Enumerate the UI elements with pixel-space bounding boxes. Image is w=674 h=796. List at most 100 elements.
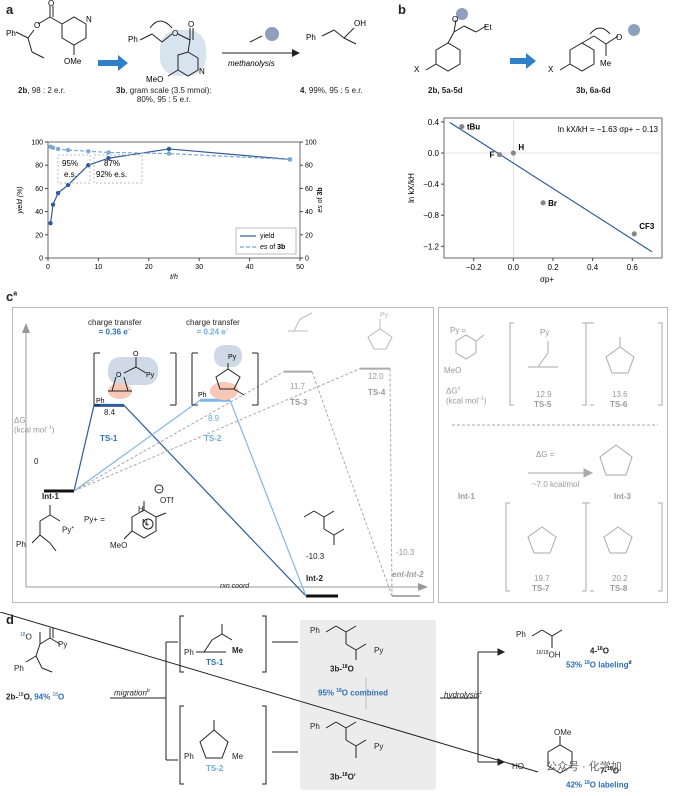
data-point xyxy=(631,231,637,237)
ts1-label: TS-1 xyxy=(206,658,224,667)
y-axis-label: ln kX/kH xyxy=(407,173,416,203)
annotation-92es: 92% e.s. xyxy=(96,170,127,179)
y2-label-part: of xyxy=(317,196,324,206)
data-point xyxy=(540,200,546,206)
ts7-name: TS-7 xyxy=(532,584,550,593)
data-point xyxy=(287,157,293,162)
prod7-label: 7-18O xyxy=(600,766,619,776)
p3b-1-label: 3b-18O xyxy=(330,664,354,674)
data-point xyxy=(65,147,71,153)
annotation-box xyxy=(93,154,143,184)
annotation-box xyxy=(57,154,91,184)
ts7-value: 19.7 xyxy=(534,574,550,583)
path-segment xyxy=(229,400,307,597)
ph-label: Ph xyxy=(516,630,526,639)
cmpd-4-structure xyxy=(321,27,357,45)
data-point xyxy=(510,150,516,156)
me-label: Me xyxy=(600,59,612,68)
int1-structure xyxy=(31,505,61,552)
arrow-head-icon xyxy=(292,49,300,57)
svg-text:−: − xyxy=(157,487,161,494)
data-point xyxy=(86,149,91,154)
x-label: X xyxy=(414,65,420,74)
svg-text:Ph: Ph xyxy=(198,392,207,399)
ts1-name: TS-1 xyxy=(100,434,118,443)
energy-profile: O O Py Ph Py Ph Py + − xyxy=(22,312,428,598)
prod4-labeling: 53% 18O labelingd xyxy=(566,660,632,670)
reagent-circle-icon xyxy=(456,8,468,20)
ts3-value: 11.7 xyxy=(290,382,305,391)
data-point xyxy=(55,190,61,196)
minus-circle-icon xyxy=(154,484,164,494)
prod4-label: 4-18O xyxy=(590,646,609,656)
cmpd-4-caption: 4, 99%, 95 : 5 e.r. xyxy=(300,86,363,95)
panel-a-scheme: O O N Ph OMe O O N Ph MeO methanolysis P… xyxy=(6,0,366,84)
cmpd-2b-structure xyxy=(15,6,87,59)
x-tick-label: 0.2 xyxy=(547,263,559,272)
legend-part: es xyxy=(260,244,268,251)
int1-name: Int-1 xyxy=(42,492,59,501)
panel-d-scheme xyxy=(0,612,573,785)
svg-text:O: O xyxy=(133,351,139,358)
watermark: 公众号 · 化学加 xyxy=(546,761,622,773)
entint2-name: ent-Int-2 xyxy=(392,570,424,579)
ts2-label: TS-2 xyxy=(206,764,224,773)
ph-label: Ph xyxy=(6,29,16,38)
ts2-name: TS-2 xyxy=(204,434,222,443)
fit-equation: ln kX/kH = −1.63 σp+ − 0.13 xyxy=(558,125,659,134)
fit-line xyxy=(449,122,653,253)
pyridinium-structure xyxy=(123,501,167,540)
p3b-2-label: 3b-18O' xyxy=(330,772,356,782)
legend-label: es of 3b xyxy=(260,244,285,251)
right-cmpd-caption: 3b, 6a-6d xyxy=(576,86,611,95)
ts8-value: 20.2 xyxy=(612,574,628,583)
svg-text:Ph: Ph xyxy=(96,398,105,405)
arrow-right-icon xyxy=(510,53,536,69)
oh-label: 16/18OH xyxy=(536,650,561,660)
y2-axis-label: es of 3b xyxy=(317,187,324,212)
ts6-value: 13.6 xyxy=(612,390,628,399)
y2-tick-label: 80 xyxy=(305,163,313,170)
int2-name: Int-2 xyxy=(306,574,323,583)
y-axis-label: yield (%) xyxy=(17,186,24,214)
y2-tick-label: 20 xyxy=(305,232,313,239)
methanolysis-label: methanolysis xyxy=(228,59,275,68)
ph-label: Ph xyxy=(310,722,320,731)
y-tick-label: 60 xyxy=(35,186,43,193)
me-label: Me xyxy=(232,752,244,761)
y-tick-label: 0 xyxy=(39,256,43,263)
arrow-right-icon xyxy=(98,55,128,71)
left-cmpd-caption: 2b, 5a-5d xyxy=(428,86,463,95)
ts4-value: 12.0 xyxy=(368,372,384,381)
ph-label: Ph xyxy=(310,626,320,635)
panel-label-c: ca xyxy=(6,289,18,304)
ts1-structure: O O Py Ph xyxy=(93,351,177,406)
meo-label: MeO xyxy=(110,541,128,550)
point-label: F xyxy=(489,151,494,160)
combined-label: 95% 18O combined xyxy=(318,688,389,698)
point-label: H xyxy=(518,143,524,152)
x-tick-label: 0 xyxy=(46,264,50,271)
x-tick-label: 30 xyxy=(195,264,203,271)
series-line-0 xyxy=(49,148,290,224)
x-tick-label: −0.2 xyxy=(466,263,482,272)
svg-text:Py: Py xyxy=(380,312,389,319)
cmpd-3b-structure xyxy=(139,20,199,77)
plus-circle-icon xyxy=(142,518,154,530)
rxn-coord-label: rxn coord xyxy=(220,583,250,590)
x-tick-label: 50 xyxy=(296,264,304,271)
ts4-structure xyxy=(367,319,393,350)
path-segment xyxy=(73,399,201,492)
ct2-label: charge transfer= 0.24 e− xyxy=(186,318,240,337)
path-segment xyxy=(73,368,361,492)
x-tick-label: 10 xyxy=(95,264,103,271)
ts5-name: TS-5 xyxy=(534,400,552,409)
ome-label: OMe xyxy=(554,728,572,737)
x-label: X xyxy=(548,65,554,74)
x-tick-label: 0.4 xyxy=(587,263,599,272)
ph-label: Ph xyxy=(184,752,194,761)
ph-label: Ph xyxy=(14,664,24,673)
y2-label-part: 3b xyxy=(317,187,324,195)
py-label: Py xyxy=(540,328,550,337)
cmpd-2b-caption: 2b, 98 : 2 e.r. xyxy=(18,86,66,95)
